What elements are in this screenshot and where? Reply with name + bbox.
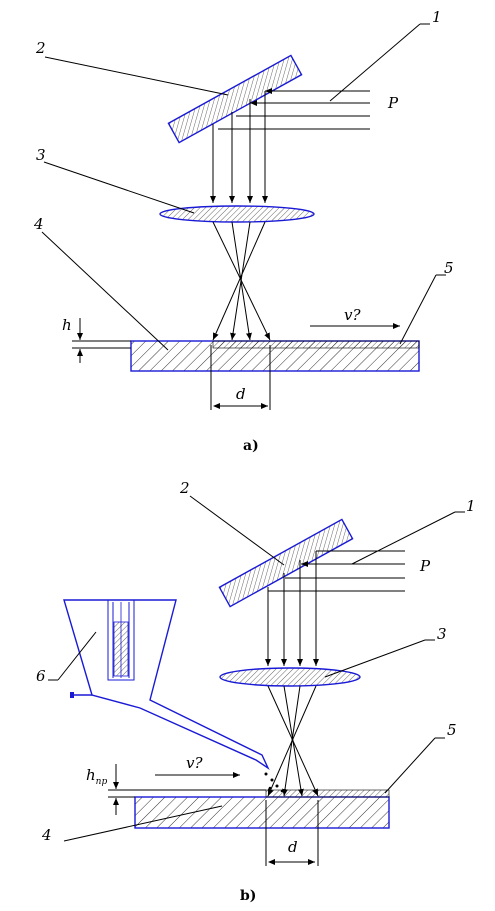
label-h-b-sub: пр: [96, 777, 108, 787]
dimension-h-a: [72, 318, 131, 363]
label-6-b: 6: [36, 667, 46, 685]
label-d-b: d: [288, 838, 298, 856]
reflected-beam-b: [265, 551, 319, 666]
label-h-b-main: h: [86, 766, 96, 784]
label-v-b: v?: [186, 754, 203, 772]
label-2-b: 2: [179, 479, 190, 497]
figure-a: 1 2 3 4 5 P v? h d a): [33, 8, 454, 454]
label-v-a: v?: [344, 306, 361, 324]
focused-beam-b: [267, 685, 319, 797]
label-4-a: 4: [33, 215, 44, 233]
label-3-b: 3: [437, 625, 447, 643]
label-5-a: 5: [444, 259, 454, 277]
label-1-a: 1: [432, 8, 442, 26]
label-p-b: P: [419, 557, 431, 575]
powder-feeder: [63, 599, 284, 793]
label-p-a: P: [387, 94, 399, 112]
label-4-b: 4: [41, 826, 52, 844]
focused-beam-a: [212, 221, 271, 341]
coating-layer-b: [265, 789, 390, 798]
label-5-b: 5: [447, 721, 457, 739]
figure-b: 1 2 3 4 5 6 P v? hпр d b): [36, 479, 476, 904]
label-3-a: 3: [36, 146, 46, 164]
label-h-a: h: [62, 316, 72, 334]
leaders-b: [48, 495, 465, 842]
caption-b: b): [240, 888, 256, 904]
label-2-a: 2: [35, 39, 46, 57]
dimension-d-b: [265, 800, 319, 866]
coating-layer-a: [212, 340, 420, 349]
label-1-b: 1: [466, 497, 476, 515]
leaders-a: [41, 23, 446, 351]
reflected-beam-a: [210, 91, 268, 203]
mirror-a: [167, 54, 303, 144]
label-h-b: hпр: [86, 766, 107, 787]
incoming-beam-a: [218, 88, 370, 130]
workpiece-b: [134, 796, 390, 829]
lens-b: [219, 667, 361, 687]
dimension-h-b: [108, 764, 266, 815]
caption-a: a): [243, 438, 259, 454]
label-d-a: d: [236, 385, 246, 403]
dimension-d-a: [210, 345, 271, 410]
mirror-b: [218, 518, 354, 608]
lens-a: [159, 205, 315, 223]
